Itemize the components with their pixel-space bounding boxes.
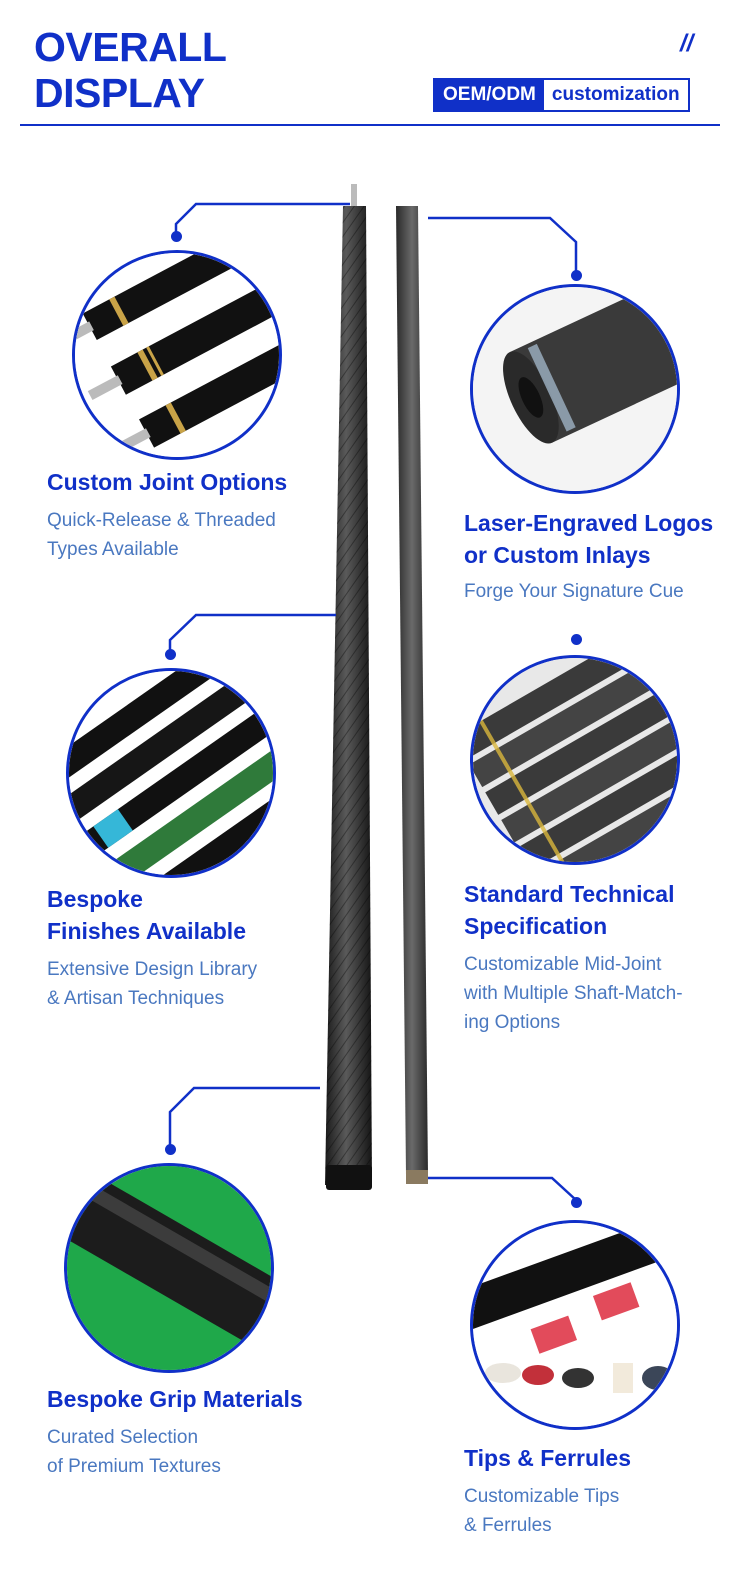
- feature-grip: Bespoke Grip Materials Curated Selection…: [47, 1383, 303, 1481]
- badge-right: customization: [543, 80, 688, 110]
- feature-subtitle-2: with Multiple Shaft-Match-: [464, 983, 683, 1004]
- feature-subtitle-2: Types Available: [47, 539, 179, 560]
- tips-image: [470, 1220, 680, 1430]
- connector-dot: [165, 649, 176, 660]
- feature-title-2: Specification: [464, 913, 608, 939]
- connector-dot: [571, 634, 582, 645]
- feature-title-2: or Custom Inlays: [464, 542, 651, 568]
- feature-subtitle-3: ing Options: [464, 1012, 561, 1033]
- decorative-slash: //: [680, 30, 694, 57]
- grip-image: [64, 1163, 274, 1373]
- feature-subtitle-2: & Artisan Techniques: [47, 988, 225, 1009]
- feature-subtitle-2: & Ferrules: [464, 1515, 552, 1536]
- connector-dot: [165, 1144, 176, 1155]
- feature-title-1: Laser-Engraved Logos: [464, 510, 714, 536]
- feature-title-2: Finishes Available: [47, 918, 246, 944]
- feature-subtitle: Forge Your Signature Cue: [464, 581, 684, 602]
- feature-subtitle-2: of Premium Textures: [47, 1456, 221, 1477]
- feature-title-1: Bespoke: [47, 886, 143, 912]
- shafts-image: [470, 655, 680, 865]
- finishes-image: [66, 668, 276, 878]
- feature-finishes: Bespoke Finishes Available Extensive Des…: [47, 883, 257, 1013]
- feature-inlays: Laser-Engraved Logos or Custom Inlays Fo…: [464, 507, 713, 606]
- feature-subtitle-1: Customizable Tips: [464, 1486, 620, 1507]
- title-line-2: DISPLAY: [34, 70, 205, 116]
- title-line-1: OVERALL: [34, 24, 227, 70]
- feature-joint: Custom Joint Options Quick-Release & Thr…: [47, 466, 287, 564]
- connector-dot: [171, 231, 182, 242]
- connector-dot: [571, 270, 582, 281]
- feature-subtitle-1: Quick-Release & Threaded: [47, 510, 276, 531]
- feature-title-1: Standard Technical: [464, 881, 675, 907]
- oem-badge: OEM/ODM customization: [433, 78, 690, 112]
- feature-subtitle-1: Extensive Design Library: [47, 959, 258, 980]
- inlay-image: [470, 284, 680, 494]
- connector-dot: [571, 1197, 582, 1208]
- butt-cue: [325, 184, 372, 1190]
- badge-left: OEM/ODM: [435, 80, 544, 110]
- page-title: OVERALL DISPLAY: [34, 24, 227, 116]
- feature-subtitle-1: Curated Selection: [47, 1427, 199, 1448]
- feature-tips: Tips & Ferrules Customizable Tips & Ferr…: [464, 1442, 631, 1540]
- shaft: [396, 206, 428, 1184]
- feature-subtitle-1: Customizable Mid-Joint: [464, 954, 662, 975]
- feature-spec: Standard Technical Specification Customi…: [464, 878, 683, 1037]
- joint-options-image: [72, 250, 282, 460]
- feature-title: Tips & Ferrules: [464, 1445, 632, 1471]
- feature-title: Custom Joint Options: [47, 469, 288, 495]
- header-divider: [20, 124, 720, 126]
- feature-title: Bespoke Grip Materials: [47, 1386, 303, 1412]
